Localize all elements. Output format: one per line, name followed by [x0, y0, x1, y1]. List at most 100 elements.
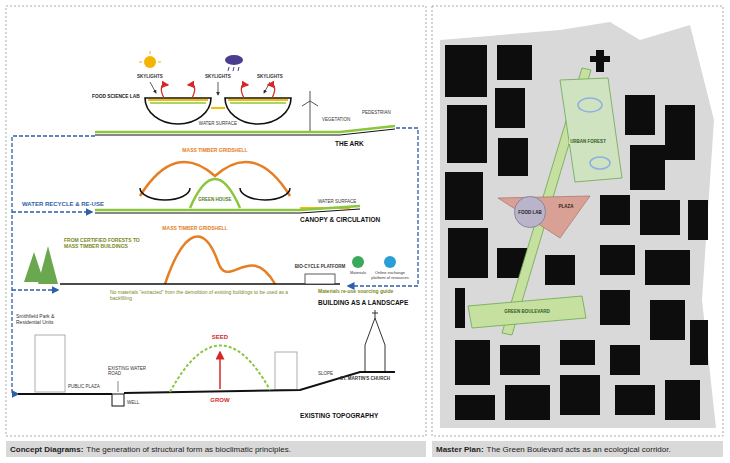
diagram-label: WATER SURFACE: [318, 199, 356, 204]
rain-drop: [228, 67, 229, 71]
airflow-arrow: [241, 85, 248, 98]
block: [455, 340, 490, 385]
turbine-blade: [310, 101, 318, 106]
block: [447, 105, 487, 163]
existing-buildings: [35, 335, 297, 392]
seed-hump: [170, 345, 270, 392]
wind-turbine: [302, 91, 318, 131]
sun-ray: [139, 62, 142, 63]
cloud-icon: [225, 55, 243, 65]
diagram-label: URBAN FOREST: [569, 139, 607, 144]
airflow-arrow: [161, 85, 168, 98]
turbine-blade: [310, 91, 311, 101]
plaza-area: [498, 196, 590, 238]
materials-icon: [352, 256, 364, 268]
block: [610, 345, 640, 375]
green-boulevard-band: [468, 296, 586, 328]
church-symbol: [365, 318, 385, 372]
panel-frame: [6, 6, 426, 436]
diagram-label: GROW: [210, 397, 229, 404]
diagram-label: Materials: [350, 271, 366, 276]
terrain-profile: [18, 372, 395, 394]
diagram-label: Materials re-use sourcing guide: [318, 289, 393, 295]
diagram-label: MASS TIMBER GRIDSHELL: [182, 148, 247, 154]
airflow-arrow: [188, 85, 195, 98]
urban-forest-area: [560, 78, 622, 182]
turbine-mast: [310, 101, 311, 131]
diagram-label: CANOPY & CIRCULATION: [300, 216, 380, 223]
diagram-label: VEGETATION: [322, 117, 350, 122]
block: [690, 320, 708, 365]
turbine-blade: [302, 101, 310, 106]
diagram-label: WELL: [127, 400, 139, 405]
caption-heading: Concept Diagrams:: [10, 445, 83, 454]
diagram-label: GREEN HOUSE: [198, 197, 231, 202]
exchange-icon: [384, 256, 396, 268]
ground-line: [95, 126, 395, 132]
ground-line: [95, 129, 395, 135]
diagram-label: PUBLIC PLAZA: [68, 384, 100, 389]
church-cross: [375, 310, 376, 318]
canopy-bowl: [140, 188, 190, 200]
diagram-label: SKYLIGHTS: [257, 74, 283, 79]
sun-ray: [150, 51, 151, 54]
leader-line: [118, 381, 119, 392]
diagram-label: No materials "extracted" from the demoli…: [110, 290, 300, 302]
block: [455, 288, 465, 328]
tree: [38, 246, 58, 284]
block: [505, 385, 550, 420]
diagram-label: ST. MARTIN'S CHURCH: [340, 376, 390, 381]
block: [600, 290, 630, 325]
water-loop: [12, 128, 418, 394]
plan-circle: FOOD LAB: [514, 196, 546, 228]
block: [645, 250, 690, 285]
diagram-label: THE ARK: [335, 140, 364, 147]
block: [665, 105, 695, 160]
diagram-label: BUILDING AS A LANDSCAPE: [318, 299, 408, 306]
diagram-label: GREEN BOULEVARD: [503, 309, 550, 314]
skylight-arrow: [264, 82, 270, 93]
block: [650, 300, 685, 340]
block: [455, 395, 495, 420]
block: [497, 45, 532, 80]
water-line: [12, 211, 92, 212]
sun-rays: [139, 51, 161, 62]
airflow: [161, 85, 274, 98]
panel-frame: [432, 6, 723, 436]
block: [615, 385, 655, 415]
diagram-label: MASS TIMBER GRIDSHELL: [162, 226, 227, 232]
block: [445, 172, 483, 220]
circle-text: FOOD LAB: [518, 210, 542, 215]
diagram-label: EXISTING WATER ROAD: [108, 366, 148, 376]
roof-green: [150, 102, 206, 104]
diagram-label: WATER SURFACE: [199, 121, 237, 126]
block: [600, 245, 635, 275]
diagram-label: BIO-CYCLE PLATFORM: [295, 264, 346, 269]
diagram-label: Online exchange platform of resources: [371, 271, 409, 280]
ark-bowl: [225, 98, 291, 124]
green-house-arc: [190, 179, 240, 208]
block: [445, 45, 487, 97]
well-symbol: [112, 394, 124, 406]
rain-drop: [238, 67, 239, 71]
rain-drop: [233, 67, 234, 71]
block: [560, 375, 600, 415]
water-line: [12, 136, 95, 394]
trees: [24, 246, 58, 284]
diagram-label: PEDESTRIAN: [362, 110, 391, 115]
platform-symbol: [305, 274, 335, 284]
block: [495, 88, 525, 128]
block: [560, 340, 595, 365]
skylight-arrow: [150, 82, 156, 93]
caption-text: The generation of structural form as bio…: [86, 445, 291, 454]
block: [630, 145, 665, 190]
rain-icon: [228, 67, 239, 71]
diagram-label: WATER RECYCLE & RE-USE: [22, 201, 104, 208]
ground-line: [95, 209, 360, 213]
canopy-bowl: [240, 188, 290, 200]
grow-arrow: [219, 352, 221, 389]
diagram-label: FROM CERTIFIED FORESTS TO MASS TIMBER BU…: [64, 238, 146, 250]
block: [600, 195, 630, 225]
